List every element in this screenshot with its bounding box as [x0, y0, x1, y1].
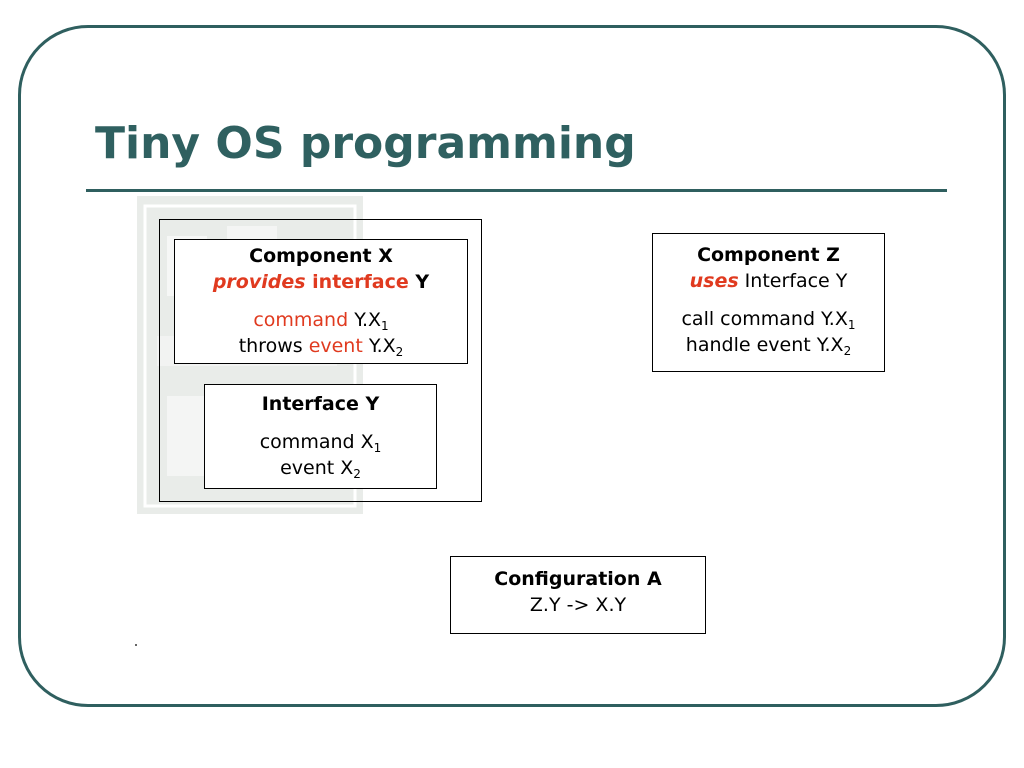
- provides-keyword: provides: [212, 271, 306, 293]
- event-subscript: 2: [395, 345, 404, 359]
- command-subscript: 1: [381, 319, 389, 333]
- configuration-a-title: Configuration A: [494, 568, 662, 590]
- interface-y-event-subscript: 2: [353, 467, 361, 481]
- uses-keyword: uses: [689, 270, 739, 292]
- interface-name: Y: [408, 271, 430, 293]
- interface-y-command-subscript: 1: [373, 441, 382, 455]
- slide-frame: [18, 25, 1006, 707]
- slide-title: Tiny OS programming: [95, 118, 636, 169]
- interface-y-event-label: event X: [280, 457, 354, 479]
- handle-event-subscript: 2: [843, 344, 852, 358]
- configuration-a-wiring: Z.Y -> X.Y: [529, 594, 627, 616]
- component-x-box: Component X provides interface Y command…: [174, 239, 468, 364]
- configuration-a-box: Configuration A Z.Y -> X.Y: [450, 556, 706, 634]
- stray-dot: [135, 644, 137, 646]
- interface-y-command-label: command X: [259, 431, 374, 453]
- command-ref: Y.X: [348, 309, 382, 331]
- call-command-label: call command Y.X: [681, 308, 848, 330]
- interface-keyword: interface: [305, 271, 409, 293]
- title-divider: [86, 189, 947, 192]
- component-x-container: [159, 219, 482, 502]
- component-x-command-line: command Y.X1: [175, 307, 467, 333]
- component-x-provides-line: provides interface Y: [175, 269, 467, 295]
- component-z-title: Component Z: [697, 244, 840, 266]
- component-x-event-line: throws event Y.X2: [175, 333, 467, 359]
- component-z-box: Component Z uses Interface Y call comman…: [652, 233, 885, 372]
- component-x-title: Component X: [249, 245, 393, 267]
- event-keyword: event: [308, 335, 363, 357]
- component-z-uses-line: uses Interface Y: [653, 268, 884, 294]
- component-z-call-line: call command Y.X1: [653, 306, 884, 332]
- interface-y-box: Interface Y command X1 event X2: [204, 384, 437, 489]
- call-command-subscript: 1: [847, 318, 856, 332]
- throws-keyword: throws: [238, 335, 309, 357]
- component-z-interface: Interface Y: [738, 270, 848, 292]
- component-z-handle-line: handle event Y.X2: [653, 332, 884, 358]
- interface-y-title: Interface Y: [261, 393, 380, 415]
- command-keyword: command: [253, 309, 349, 331]
- interface-y-event: event X2: [205, 455, 436, 481]
- event-ref: Y.X: [362, 335, 396, 357]
- handle-event-label: handle event Y.X: [685, 334, 844, 356]
- interface-y-command: command X1: [205, 429, 436, 455]
